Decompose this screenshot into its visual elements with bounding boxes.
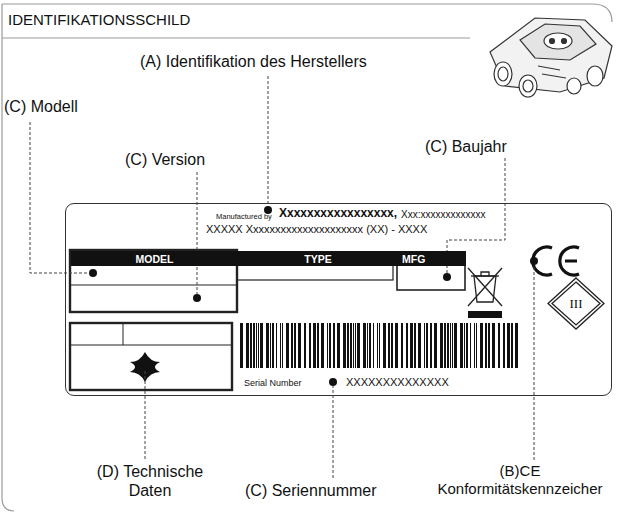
- heading-rule: [2, 38, 470, 39]
- callout-label: (C) Baujahr: [425, 137, 507, 156]
- header-cell: TYPE: [238, 251, 398, 266]
- weee-bar: [468, 311, 502, 318]
- leader-lines: [30, 76, 534, 478]
- header-text: TYPE: [304, 252, 331, 264]
- callout-label: (C) Version: [125, 150, 205, 169]
- barcode: [240, 323, 518, 368]
- header-text: MODEL: [136, 252, 174, 264]
- serial-caption: Serial Number: [244, 378, 302, 388]
- class-diamond: III: [546, 276, 606, 331]
- robot-mower: [490, 18, 612, 97]
- header-cell: MODEL: [71, 251, 238, 266]
- manufacturer-name: Xxxxxxxxxxxxxxxxx,: [279, 207, 397, 221]
- header-text: MFG: [402, 252, 425, 264]
- header-cell: MFG: [398, 251, 466, 266]
- callout-label: (C) Modell: [4, 97, 78, 116]
- manufacturer-address: XXXXX Xxxxxxxxxxxxxxxxxxxxx (XX) - XXXX: [206, 223, 427, 236]
- manufacturer-prefix: Manufactured by: [216, 213, 272, 222]
- plate-lines: [70, 250, 465, 390]
- weee-bin-symbol: [468, 268, 502, 306]
- panel-heading: IDENTIFIKATIONSSCHILD: [8, 11, 190, 29]
- leader-dots: [89, 206, 538, 386]
- identification-plate: Manufactured by Xxxxxxxxxxxxxxxxx, Xxx:xxx…: [65, 203, 612, 396]
- manufacturer-address: Xxx:xxxxxxxxxxxxx: [401, 209, 485, 221]
- ce-mark: [533, 247, 579, 275]
- panel-frame: [2, 4, 14, 511]
- callout-label: (C) Seriennummer: [245, 481, 377, 500]
- callout-label: (B)CE Konformitätskennzeicher: [420, 462, 620, 498]
- callout-label: (A) Identifikation des Herstellers: [140, 52, 367, 71]
- class-number: III: [570, 296, 583, 311]
- serial-number: XXXXXXXXXXXXXX: [346, 376, 449, 389]
- callout-label: (D) Technische Daten: [90, 462, 210, 500]
